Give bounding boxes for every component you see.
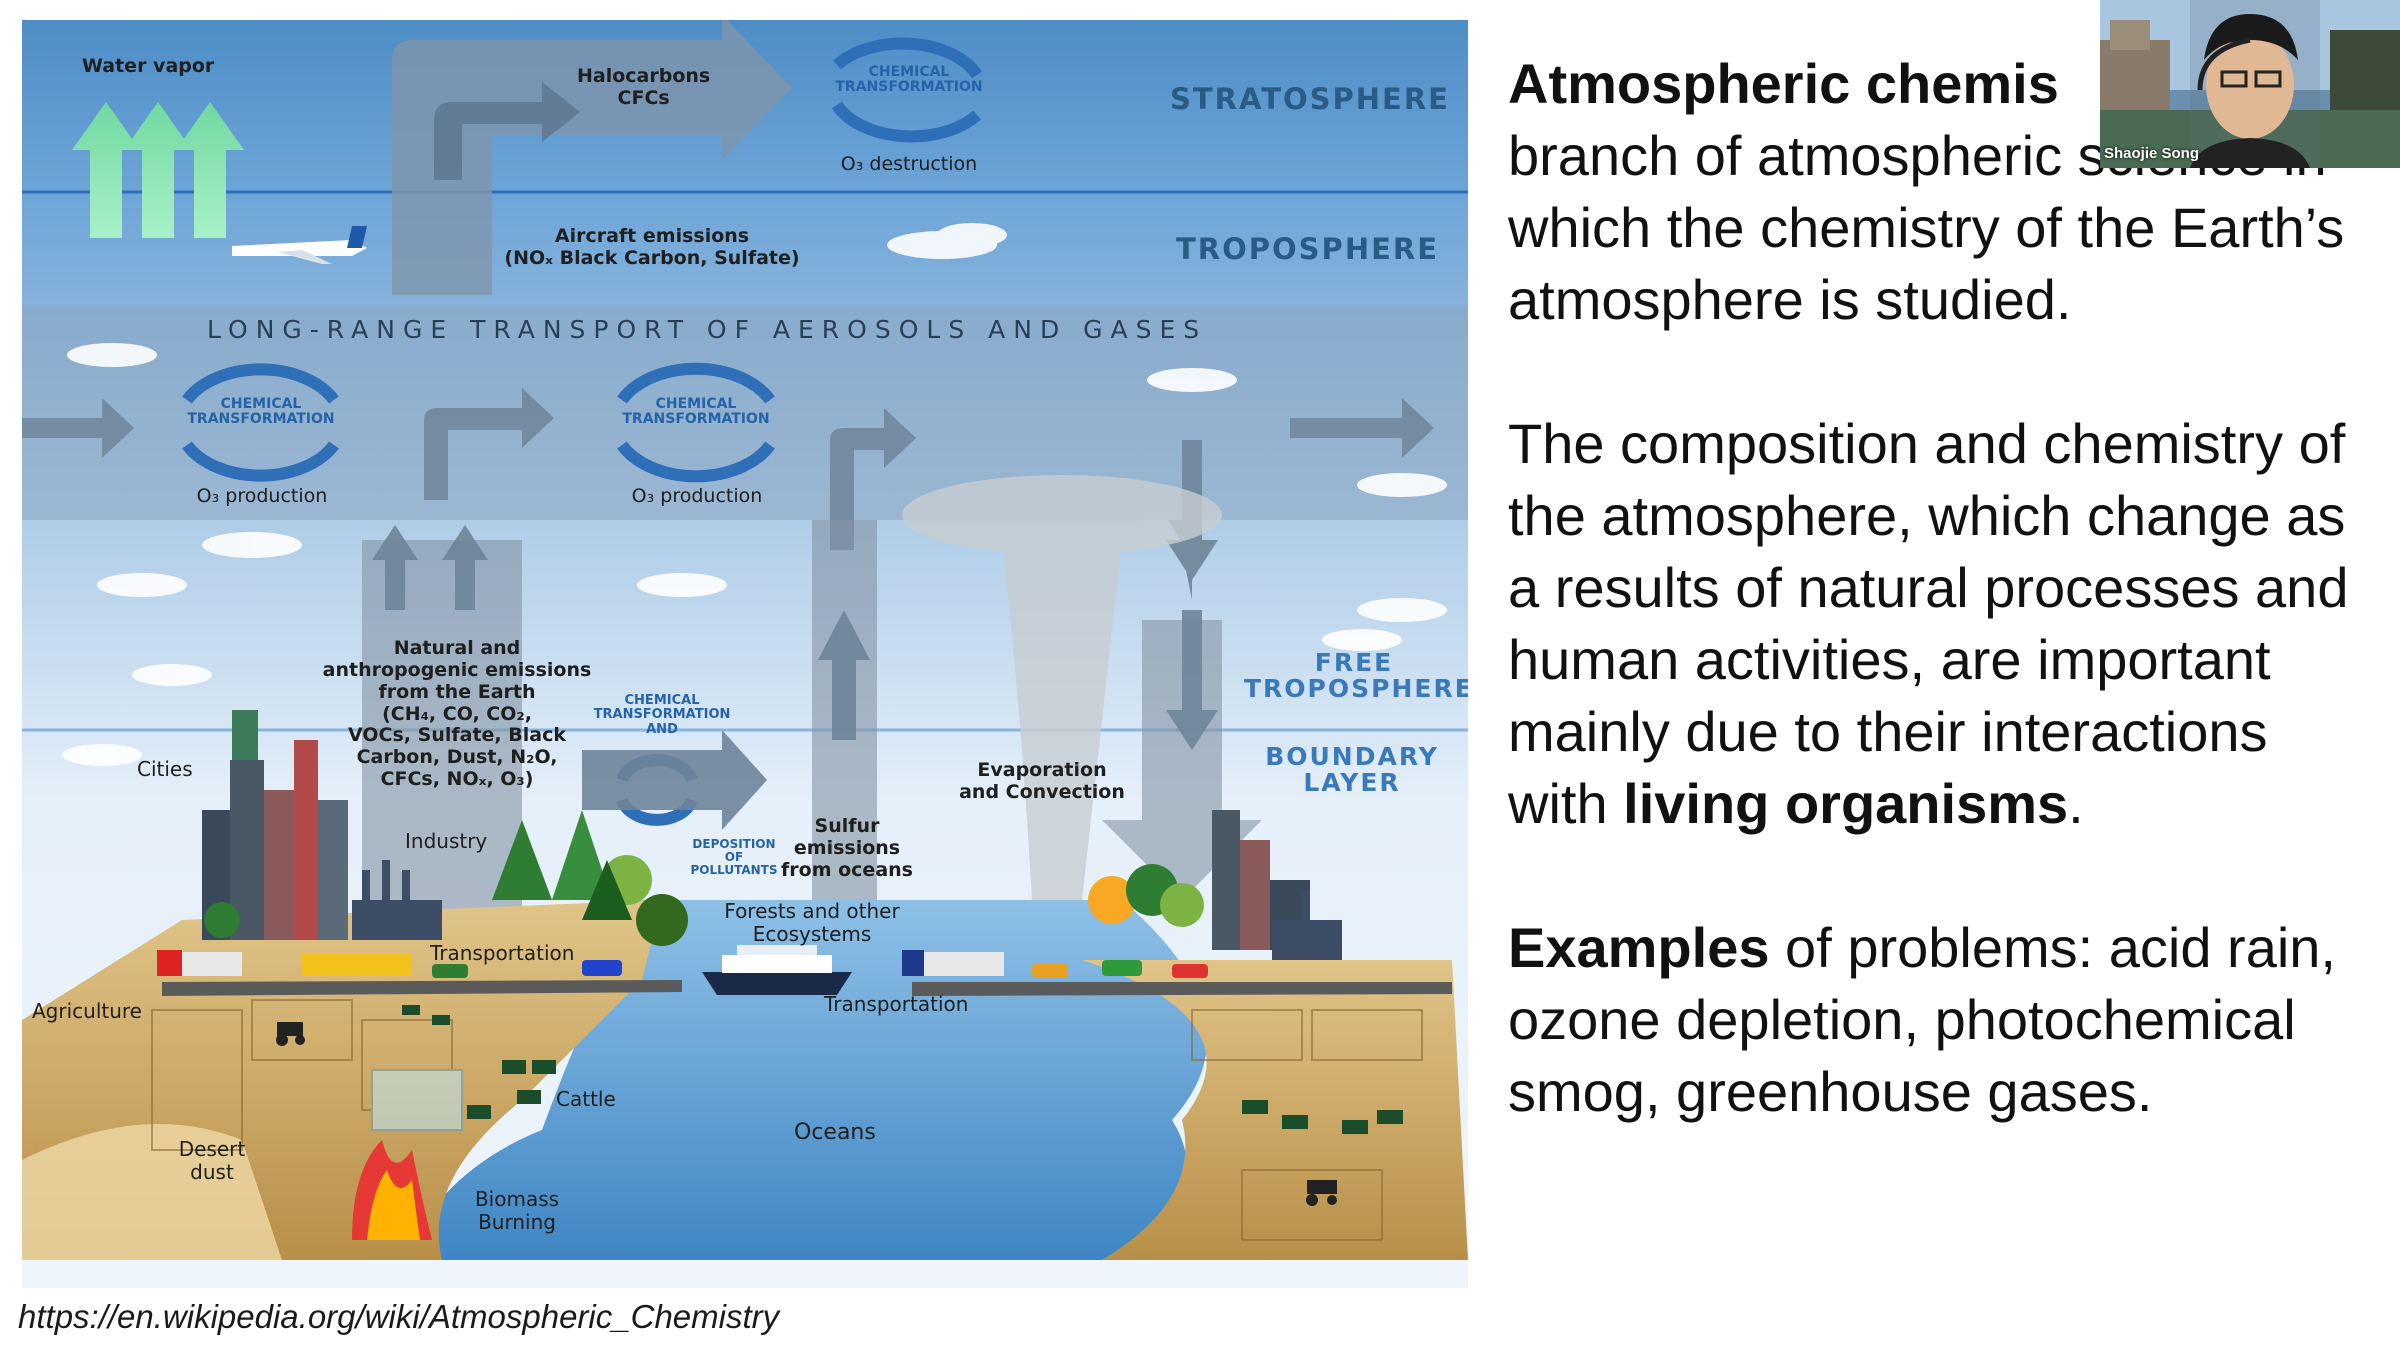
participant-video[interactable]: Shaojie Song xyxy=(2100,0,2400,168)
water-vapor-arrows xyxy=(72,102,244,238)
transport-arrows xyxy=(22,388,1434,550)
desert-dust xyxy=(22,1124,282,1260)
vehicles xyxy=(157,950,1208,978)
label-long-range-transport: LONG-RANGE TRANSPORT OF AEROSOLS AND GAS… xyxy=(207,315,1208,344)
label-cities: Cities xyxy=(137,757,193,781)
label-free-troposphere: FREE TROPOSPHERE xyxy=(1244,648,1468,704)
convection-cloud xyxy=(902,475,1222,900)
participant-name: Shaojie Song xyxy=(2104,145,2200,162)
label-chem-transformation-left: CHEMICAL TRANSFORMATION xyxy=(187,396,335,428)
label-o3-destruction: O₃ destruction xyxy=(840,153,978,175)
label-industry: Industry xyxy=(405,829,488,853)
label-transportation-left: Transportation xyxy=(430,941,575,965)
definition-text: branch of atmospheric science in which t… xyxy=(1508,124,2345,331)
label-o3-production-mid: O₃ production xyxy=(631,485,763,507)
label-desert-dust: Desert dust xyxy=(178,1137,246,1184)
label-cattle: Cattle xyxy=(556,1087,616,1111)
paragraph-examples: Examples of problems: acid rain, ozone d… xyxy=(1508,912,2368,1128)
road-left xyxy=(162,980,682,996)
halocarbons-inner-arrow xyxy=(434,82,580,180)
label-sulfur-emissions: Sulfur emissions from oceans xyxy=(781,815,913,881)
label-oceans: Oceans xyxy=(794,1120,876,1145)
source-url[interactable]: https://en.wikipedia.org/wiki/Atmospheri… xyxy=(18,1298,780,1335)
label-evaporation-convection: Evaporation and Convection xyxy=(959,759,1125,803)
transport-band xyxy=(22,305,1468,520)
examples-text: of problems: acid rain, ozone depletion,… xyxy=(1508,916,2336,1123)
stratosphere-cycle xyxy=(831,37,983,143)
label-transportation-right: Transportation xyxy=(824,992,969,1016)
label-chem-transformation-mid: CHEMICAL TRANSFORMATION xyxy=(622,396,770,428)
trees xyxy=(204,810,1204,946)
fields-right xyxy=(1191,1009,1423,1241)
land-right xyxy=(1082,960,1468,1260)
term-living-organisms: living organisms xyxy=(1623,772,2069,835)
label-biomass-burning: Biomass Burning xyxy=(474,1187,560,1234)
paragraph-definition: Atmospheric chemis branch of atmospheric … xyxy=(1508,48,2368,336)
road-right xyxy=(912,982,1452,996)
paragraph-composition: The composition and chemistry of the atm… xyxy=(1508,408,2368,840)
clouds xyxy=(62,223,1447,766)
label-agriculture: Agriculture xyxy=(32,999,142,1023)
label-boundary-layer: BOUNDARY LAYER xyxy=(1265,742,1439,798)
tractor-icon xyxy=(276,1022,1337,1206)
label-forests-ecosystems: Forests and other Ecosystems xyxy=(724,899,900,946)
term-atmospheric-chemistry: Atmospheric chemis xyxy=(1508,52,2059,115)
composition-text: The composition and chemistry of the atm… xyxy=(1508,412,2349,835)
label-water-vapor: Water vapor xyxy=(82,55,215,77)
label-stratosphere: STRATOSPHERE xyxy=(1170,82,1450,116)
diagram-graphic xyxy=(22,20,1468,1288)
label-o3-production-left: O₃ production xyxy=(196,485,328,507)
industry-buildings xyxy=(352,860,1342,960)
label-deposition-of-pollutants: DEPOSITION OF POLLUTANTS xyxy=(690,837,778,878)
airplane-icon xyxy=(232,226,367,264)
label-natural-anthropogenic-emissions: Natural and anthropogenic emissions from… xyxy=(322,637,592,791)
biomass-fire-icon xyxy=(352,1140,432,1240)
atmospheric-chemistry-diagram: Water vapor Halocarbons CFCs CHEMICAL TR… xyxy=(22,20,1468,1288)
label-halocarbons: Halocarbons CFCs xyxy=(577,65,711,109)
fields xyxy=(151,999,463,1151)
slide-text: Atmospheric chemis branch of atmospheric … xyxy=(1508,48,2368,1200)
label-aircraft-emissions: Aircraft emissions (NOₓ Black Carbon, Su… xyxy=(504,225,800,269)
video-feed xyxy=(2100,0,2400,168)
halocarbons-arrow xyxy=(392,20,792,295)
cattle xyxy=(402,1005,1403,1134)
transport-cycles xyxy=(182,362,775,826)
label-strat-chem-transformation: CHEMICAL TRANSFORMATION xyxy=(835,64,983,96)
label-chem-transformation-and: CHEMICAL TRANSFORMATION AND xyxy=(593,693,731,737)
term-examples: Examples xyxy=(1508,916,1770,979)
ship-icon xyxy=(702,945,852,995)
label-troposphere: TROPOSPHERE xyxy=(1176,232,1440,266)
composition-end: . xyxy=(2068,772,2084,835)
